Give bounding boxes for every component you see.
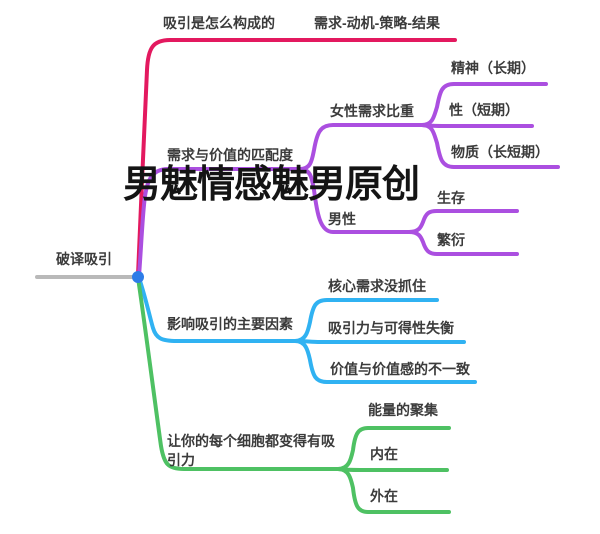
watermark-text: 男魅情感魅男原创: [123, 164, 420, 206]
node-value-perception-mismatch[interactable]: 价值与价值感的不一致: [330, 361, 470, 377]
line-attraction-availability-imbalance: [293, 339, 466, 344]
line-every-cell-attractive: [136, 276, 340, 471]
node-male[interactable]: 男性: [328, 211, 356, 227]
line-value-perception-mismatch: [293, 339, 477, 384]
node-reproduction[interactable]: 繁衍: [437, 232, 465, 248]
line-core-need-missed: [293, 298, 439, 343]
line-energy-gathering: [336, 426, 451, 471]
node-spirit-long-term[interactable]: 精神（长期）: [451, 60, 535, 76]
node-every-cell-attractive[interactable]: 让你的每个细胞都变得有吸引力: [167, 433, 335, 468]
line-external: [336, 467, 451, 514]
line-main-factors: [137, 276, 297, 343]
line-sex-short-term: [420, 123, 534, 128]
line-male: [298, 167, 411, 234]
node-energy-gathering[interactable]: 能量的聚集: [368, 402, 438, 418]
node-sex-short-term[interactable]: 性（短期）: [449, 102, 519, 118]
node-external[interactable]: 外在: [370, 488, 398, 504]
node-how-attraction-forms[interactable]: 吸引是怎么构成的: [163, 15, 275, 31]
line-spirit-long-term: [420, 82, 548, 127]
node-attraction-availability-imbalance[interactable]: 吸引力与可得性失衡: [328, 320, 454, 336]
node-female-need-ratio[interactable]: 女性需求比重: [330, 103, 414, 119]
node-need-value-match[interactable]: 需求与价值的匹配度: [167, 147, 293, 163]
node-need-motive-strategy-result[interactable]: 需求-动机-策略-结果: [314, 15, 440, 31]
node-survival[interactable]: 生存: [437, 190, 465, 206]
line-survival: [407, 209, 519, 234]
node-core-need-missed[interactable]: 核心需求没抓住: [328, 278, 426, 294]
line-how-attraction-forms: [136, 38, 457, 277]
line-need-value-match: [137, 167, 302, 278]
root-node-dot[interactable]: [132, 271, 144, 283]
line-material-long-short-term: [420, 123, 560, 169]
line-internal: [336, 467, 449, 472]
node-root[interactable]: 破译吸引: [56, 251, 112, 267]
node-main-factors[interactable]: 影响吸引的主要因素: [167, 316, 293, 332]
node-internal[interactable]: 内在: [370, 446, 398, 462]
node-material-long-short-term[interactable]: 物质（长短期）: [451, 144, 549, 160]
line-female-need-ratio: [298, 123, 424, 171]
line-reproduction: [407, 230, 519, 256]
